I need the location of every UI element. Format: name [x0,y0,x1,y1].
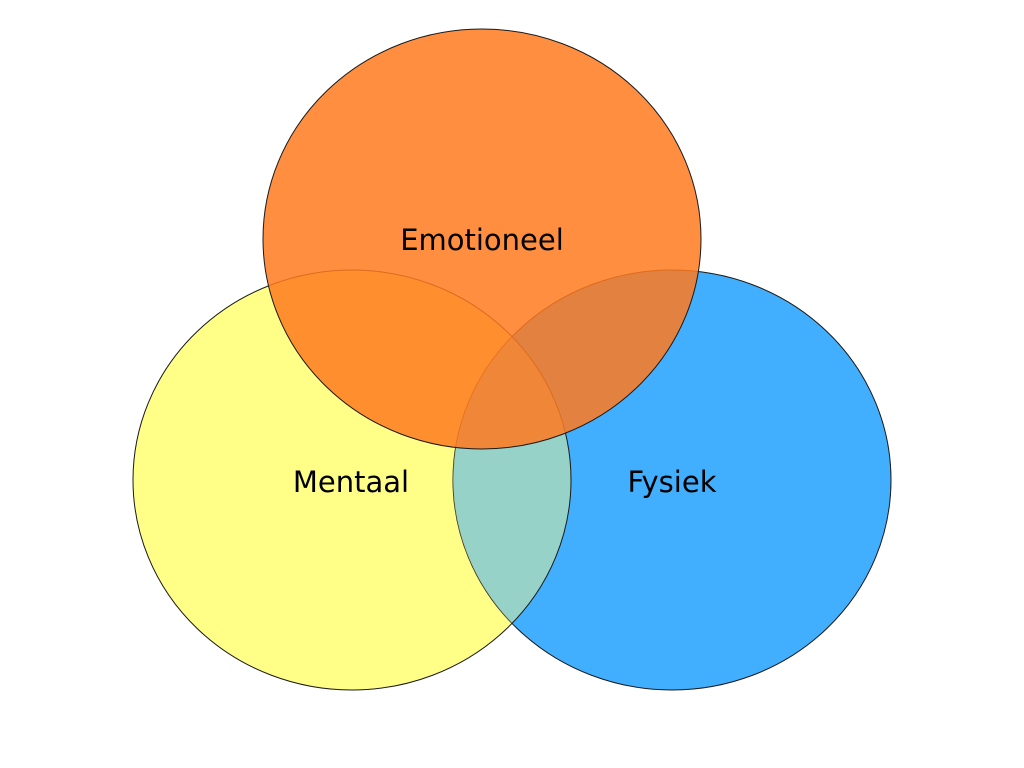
circle-emotioneel [262,28,702,450]
label-fysiek: Fysiek [628,465,717,499]
label-mentaal: Mentaal [293,465,409,499]
label-emotioneel: Emotioneel [400,223,564,257]
